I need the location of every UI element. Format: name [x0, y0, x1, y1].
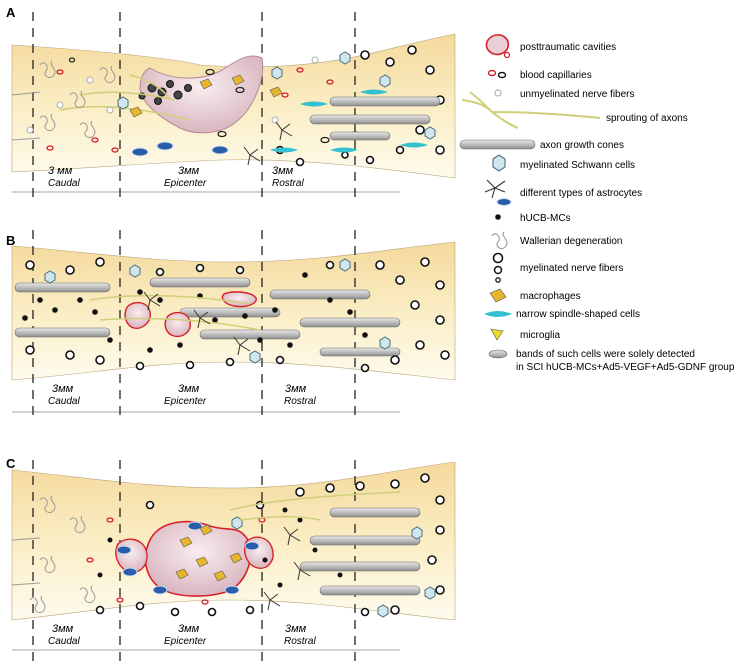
- zone-size-label: 3мм: [178, 165, 200, 177]
- zone-name-label: Epicenter: [164, 396, 207, 407]
- legend-item-astrocytes: different types of astrocytes: [484, 179, 642, 206]
- myelinated-fiber-icon: [493, 265, 503, 275]
- macrophage-group: [129, 74, 283, 118]
- axon-growth-cone-group: [299, 507, 421, 596]
- schwann-cell-group: [231, 516, 436, 618]
- zone-name-label: Caudal: [48, 396, 80, 407]
- legend-label: unmyelinated nerve fibers: [520, 89, 635, 100]
- posttraumatic-cavity: [139, 55, 264, 134]
- zone-size-label: 3мм: [178, 623, 200, 635]
- legend-label: myelinated Schwann cells: [520, 160, 635, 171]
- sprouting-icon: [461, 91, 601, 129]
- legend-item-macrophages: macrophages: [489, 288, 581, 303]
- cavity-icon: [485, 34, 510, 56]
- legend-label: bands of such cells were solely detected: [516, 349, 695, 360]
- schwann-cell-group: [44, 258, 391, 364]
- legend-label: axon growth cones: [540, 140, 624, 151]
- panel-letter: A: [6, 5, 16, 20]
- panel-b: B: [6, 230, 456, 420]
- wallerian-degeneration-icon: [11, 60, 116, 141]
- zone-size-label: 3мм: [285, 623, 307, 635]
- spindle-cell-icon: [484, 311, 512, 317]
- hucb-cell-icon: [495, 214, 501, 220]
- sprouting-axon: [229, 491, 401, 521]
- legend-item-wallerian: Wallerian degeneration: [491, 231, 622, 250]
- legend-label: in SCI hUCB-MCs+Ad5-VEGF+Ad5-GDNF group: [516, 362, 735, 373]
- zone-name-label: Rostral: [284, 396, 316, 407]
- zone-name-label: Epicenter: [164, 636, 207, 647]
- hucb-cell-group: [22, 272, 368, 353]
- zone-size-label: 3мм: [52, 383, 74, 395]
- wallerian-degeneration-icon: [491, 231, 508, 250]
- legend-item-unmyelinated: unmyelinated nerve fibers: [494, 89, 635, 100]
- legend-item-hucb: hUCB-MCs: [495, 213, 571, 224]
- band-cell-icon: [488, 349, 508, 359]
- panel-letter: B: [6, 233, 15, 248]
- zone-name-label: Caudal: [48, 178, 80, 189]
- myelinated-fiber-icon: [492, 252, 504, 264]
- legend-label: blood capillaries: [520, 70, 592, 81]
- zone-size-label: 3мм: [178, 383, 200, 395]
- legend-item-cavities: posttraumatic cavities: [485, 34, 616, 59]
- astrocyte-group: [131, 121, 293, 166]
- axon-growth-cone-group: [309, 96, 441, 141]
- zone-size-label: 3мм: [272, 165, 294, 177]
- zone-size-label: 3 мм: [48, 165, 73, 177]
- capillary-icon: [487, 69, 497, 77]
- legend-label: different types of astrocytes: [520, 188, 642, 199]
- zone-name-label: Caudal: [48, 636, 80, 647]
- legend-item-capillaries: blood capillaries: [487, 69, 592, 81]
- unmyelinated-fiber-icon: [494, 89, 502, 97]
- wallerian-degeneration-icon: [11, 495, 96, 613]
- legend-item-microglia: microglia: [490, 328, 560, 341]
- zone-name-label: Epicenter: [164, 178, 207, 189]
- zone-name-label: Rostral: [284, 636, 316, 647]
- sprouting-axon: [89, 294, 261, 331]
- astrocyte-icon: [496, 198, 512, 206]
- legend-label: macrophages: [520, 291, 581, 302]
- growth-cone-icon: [459, 139, 536, 150]
- schwann-cell-group: [117, 51, 436, 140]
- astrocyte-icon: [484, 179, 506, 199]
- zone-name-label: Rostral: [272, 178, 304, 189]
- capillary-icon: [503, 51, 511, 59]
- panel-c: C: [6, 456, 456, 662]
- astrocyte-group: [116, 521, 311, 611]
- microglia-icon: [490, 328, 504, 341]
- zone-size-label: 3мм: [52, 623, 74, 635]
- capillary-icon: [497, 71, 507, 79]
- legend-item-spindle: narrow spindle-shaped cells: [484, 309, 640, 320]
- panel-a: A: [6, 5, 456, 200]
- macrophage-group: [175, 524, 243, 582]
- schwann-cell-icon: [492, 154, 506, 172]
- macrophage-icon: [489, 288, 507, 303]
- legend-label: sprouting of axons: [606, 113, 688, 124]
- hucb-cell-group: [97, 507, 343, 588]
- astrocyte-group: [143, 291, 251, 356]
- legend-label: posttraumatic cavities: [520, 42, 616, 53]
- myelinated-fiber-group: [25, 257, 450, 373]
- legend-item-schwann: myelinated Schwann cells: [492, 154, 635, 172]
- myelinated-fiber-icon: [495, 277, 501, 283]
- legend-item-sprouting: sprouting of axons: [461, 91, 688, 129]
- panel-letter: C: [6, 456, 16, 471]
- legend-label: narrow spindle-shaped cells: [516, 309, 640, 320]
- legend-item-growth-cones: axon growth cones: [459, 139, 624, 151]
- legend-item-myelinated: myelinated nerve fibers: [492, 252, 623, 283]
- zone-size-label: 3мм: [285, 383, 307, 395]
- axon-growth-cone-group: [14, 277, 401, 357]
- legend-label: microglia: [520, 330, 560, 341]
- legend-item-bands: bands of such cells were solely detected…: [488, 349, 735, 373]
- unmyelinated-fiber-group: [26, 56, 319, 134]
- spindle-cell-group: [270, 89, 428, 153]
- legend-label: Wallerian degeneration: [520, 236, 622, 247]
- legend: posttraumatic cavities blood capillaries…: [459, 34, 735, 373]
- myelinated-fiber-group: [95, 473, 445, 617]
- legend-label: myelinated nerve fibers: [520, 263, 623, 274]
- legend-label: hUCB-MCs: [520, 213, 571, 224]
